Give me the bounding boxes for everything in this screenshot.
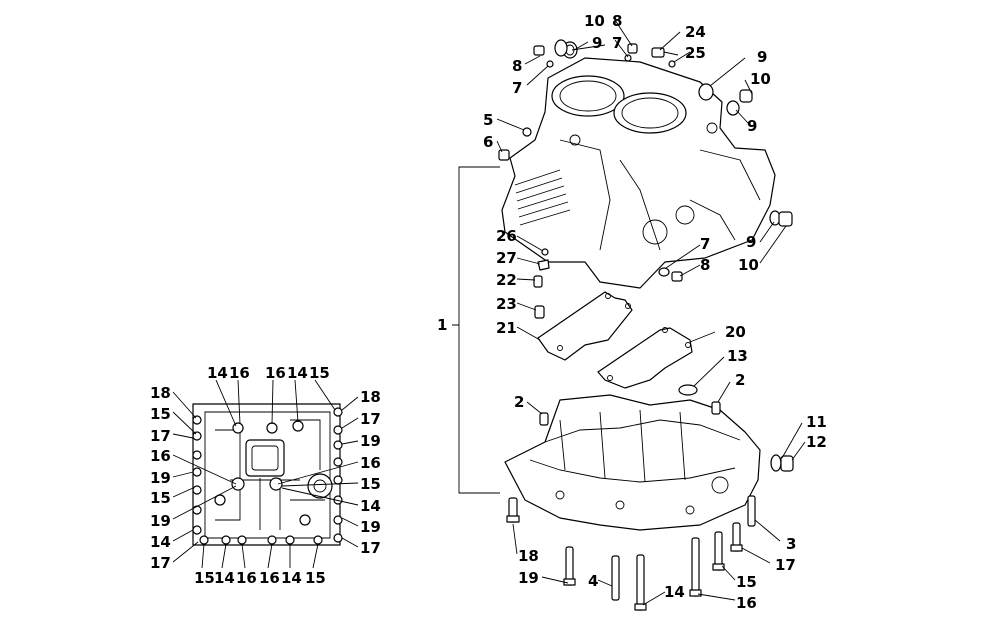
label-6: 6 <box>483 133 493 151</box>
label-16: 16 <box>229 364 250 382</box>
label-9: 9 <box>747 117 757 135</box>
label-2: 2 <box>514 393 524 411</box>
label-7: 7 <box>512 79 522 97</box>
label-15: 15 <box>736 573 757 591</box>
label-15: 15 <box>309 364 330 382</box>
label-8: 8 <box>612 12 622 30</box>
label-23: 23 <box>496 295 517 313</box>
bolt-16 <box>689 537 702 597</box>
label-1: 1 <box>437 316 447 334</box>
label-19: 19 <box>150 512 171 530</box>
label-10: 10 <box>750 70 771 88</box>
label-19: 19 <box>150 469 171 487</box>
label-17: 17 <box>150 554 171 572</box>
label-14: 14 <box>281 569 302 587</box>
label-16: 16 <box>360 454 381 472</box>
stud-3 <box>747 495 756 527</box>
label-7: 7 <box>700 235 710 253</box>
label-14: 14 <box>207 364 228 382</box>
label-17: 17 <box>360 410 381 428</box>
label-18: 18 <box>150 384 171 402</box>
label-12: 12 <box>806 433 827 451</box>
leader-lines <box>172 19 806 606</box>
label-21: 21 <box>496 319 517 337</box>
label-17: 17 <box>150 427 171 445</box>
label-5: 5 <box>483 111 493 129</box>
label-14: 14 <box>287 364 308 382</box>
label-3: 3 <box>786 535 796 553</box>
label-10: 10 <box>738 256 759 274</box>
label-14: 14 <box>664 583 685 601</box>
label-16: 16 <box>150 447 171 465</box>
label-20: 20 <box>725 323 746 341</box>
label-10: 10 <box>584 12 605 30</box>
label-8: 8 <box>512 57 522 75</box>
label-7: 7 <box>612 34 622 52</box>
label-18: 18 <box>518 547 539 565</box>
label-15: 15 <box>305 569 326 587</box>
label-11: 11 <box>806 413 827 431</box>
bolt-19 <box>563 546 576 586</box>
label-13: 13 <box>727 347 748 365</box>
baffle-plate-21 <box>537 291 633 361</box>
label-14: 14 <box>150 533 171 551</box>
label-17: 17 <box>360 539 381 557</box>
label-26: 26 <box>496 227 517 245</box>
label-24: 24 <box>685 23 706 41</box>
upper-crankcase <box>501 57 776 289</box>
label-8: 8 <box>700 256 710 274</box>
baffle-plate-20 <box>597 327 693 389</box>
label-14: 14 <box>214 569 235 587</box>
label-4: 4 <box>588 572 598 590</box>
label-14: 14 <box>360 497 381 515</box>
label-16: 16 <box>259 569 280 587</box>
label-9: 9 <box>746 233 756 251</box>
label-9: 9 <box>592 34 602 52</box>
bottom-view-crankcase <box>192 403 343 546</box>
label-16: 16 <box>265 364 286 382</box>
bolt-15 <box>712 531 725 571</box>
bottom-view-bolts <box>192 407 343 545</box>
label-2: 2 <box>735 371 745 389</box>
label-27: 27 <box>496 249 517 267</box>
label-9: 9 <box>757 48 767 66</box>
label-17: 17 <box>775 556 796 574</box>
label-19: 19 <box>518 569 539 587</box>
label-19: 19 <box>360 432 381 450</box>
label-22: 22 <box>496 271 517 289</box>
bolt-17 <box>730 522 743 552</box>
label-18: 18 <box>360 388 381 406</box>
bolt-14 <box>634 554 647 611</box>
lower-crankcase <box>504 394 761 531</box>
part-number-labels: 8 7 10 9 8 7 24 25 9 10 9 5 6 9 10 7 8 2… <box>150 12 827 612</box>
label-16: 16 <box>236 569 257 587</box>
label-15: 15 <box>194 569 215 587</box>
label-19: 19 <box>360 518 381 536</box>
bolt-18 <box>506 497 520 523</box>
label-15: 15 <box>150 489 171 507</box>
label-15: 15 <box>360 475 381 493</box>
label-16: 16 <box>736 594 757 612</box>
small-parts <box>498 39 794 611</box>
label-15: 15 <box>150 405 171 423</box>
stud-4 <box>611 555 620 601</box>
label-25: 25 <box>685 44 706 62</box>
